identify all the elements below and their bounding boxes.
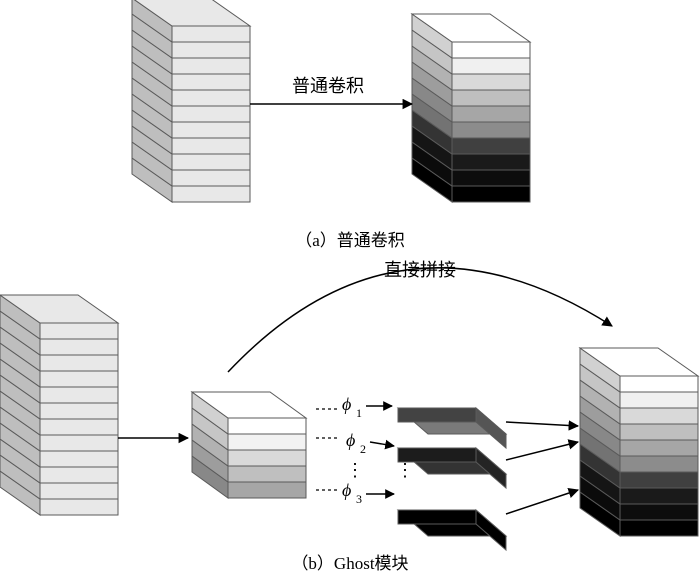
b-intrinsic-feature-stack: [190, 391, 308, 499]
a-input-layer-front: [171, 57, 251, 75]
b-output-layer-front: [619, 503, 699, 521]
a-input-layer-top: [133, 0, 252, 27]
a-input-layer-front: [171, 185, 251, 203]
ghost-map-1-front: [397, 407, 477, 423]
a-input-layer-front: [171, 89, 251, 107]
b-output-layer-front: [619, 455, 699, 473]
a-input-layer-front: [171, 169, 251, 187]
a-output-layer-front: [451, 89, 531, 107]
b-intrinsic-layer-front: [227, 465, 307, 483]
b-output-layer-top: [578, 347, 700, 377]
a-output-layer-front: [451, 41, 531, 59]
b-ghost-feature-maps: [396, 406, 508, 552]
a-conv-label: 普通卷积: [292, 76, 364, 96]
b-input-layer-front: [39, 418, 119, 436]
b-output-layer-front: [619, 423, 699, 441]
a-input-layer-front: [171, 137, 251, 155]
a-output-layer-front: [451, 169, 531, 187]
a-input-layer-front: [171, 25, 251, 43]
phi-1-symbol: ϕ: [342, 394, 351, 414]
b-input-layer-top: [0, 294, 120, 324]
a-output-layer-front: [451, 105, 531, 123]
b-identity-label: 直接拼接: [384, 260, 456, 280]
a-output-layer-front: [451, 185, 531, 203]
b-output-layer-front: [619, 407, 699, 425]
b-output-layer-front: [619, 471, 699, 489]
b-ghost2-to-output-arrow: [505, 439, 580, 461]
b-input-layer-front: [39, 402, 119, 420]
b-intrinsic-layer-front: [227, 417, 307, 435]
b-phi-2: ϕ 2: [316, 430, 395, 456]
phi-2-arrow: [369, 439, 395, 450]
a-output-layer-front: [451, 153, 531, 171]
b-intrinsic-layer-front: [227, 481, 307, 499]
b-output-layer-front: [619, 487, 699, 505]
phi-dots-left: ⋮: [346, 460, 364, 480]
a-output-feature-stack: [410, 13, 532, 203]
ghost-dots: ⋮: [396, 460, 414, 480]
b-ghost3-to-output-arrow: [505, 488, 579, 515]
b-output-layer-front: [619, 375, 699, 393]
b-input-layer-front: [39, 434, 119, 452]
a-input-layer-front: [171, 121, 251, 139]
b-phi-3: ϕ 3: [316, 480, 395, 506]
a-output-layer-front: [451, 73, 531, 91]
a-caption: （a）普通卷积: [295, 231, 405, 250]
b-input-layer-front: [39, 338, 119, 356]
b-input-layer-front: [39, 482, 119, 500]
ghost-map-2-front: [397, 447, 477, 463]
phi-3-subscript: 3: [356, 492, 362, 506]
a-output-layer-front: [451, 137, 531, 155]
b-input-layer-front: [39, 354, 119, 372]
b-input-feature-stack: [0, 294, 120, 516]
b-input-layer-front: [39, 322, 119, 340]
a-input-feature-stack: [131, 0, 252, 203]
b-intrinsic-layer-front: [227, 433, 307, 451]
a-output-layer-top: [410, 13, 532, 43]
b-input-layer-front: [39, 498, 119, 516]
a-input-layer-front: [171, 153, 251, 171]
b-intrinsic-layer-top: [190, 391, 308, 419]
b-caption: （b）Ghost模块: [291, 554, 408, 573]
a-input-layer-front: [171, 41, 251, 59]
b-input-layer-front: [39, 386, 119, 404]
phi-3-symbol: ϕ: [342, 480, 351, 500]
b-ghost1-to-output-arrow: [505, 420, 580, 431]
a-input-layer-front: [171, 105, 251, 123]
b-output-layer-front: [619, 391, 699, 409]
ghost-map-3-front: [397, 509, 477, 525]
b-input-layer-front: [39, 450, 119, 468]
b-output-feature-stack: [578, 347, 700, 537]
a-output-layer-front: [451, 57, 531, 75]
phi-2-subscript: 2: [360, 442, 366, 456]
b-input-layer-front: [39, 466, 119, 484]
phi-1-subscript: 1: [356, 406, 362, 420]
b-identity-arrow: [227, 267, 613, 373]
b-output-layer-front: [619, 439, 699, 457]
b-input-layer-front: [39, 370, 119, 388]
phi-2-symbol: ϕ: [346, 430, 355, 450]
a-input-layer-front: [171, 73, 251, 91]
b-output-layer-front: [619, 519, 699, 537]
b-intrinsic-layer-front: [227, 449, 307, 467]
b-phi-1: ϕ 1: [316, 394, 393, 420]
a-output-layer-front: [451, 121, 531, 139]
